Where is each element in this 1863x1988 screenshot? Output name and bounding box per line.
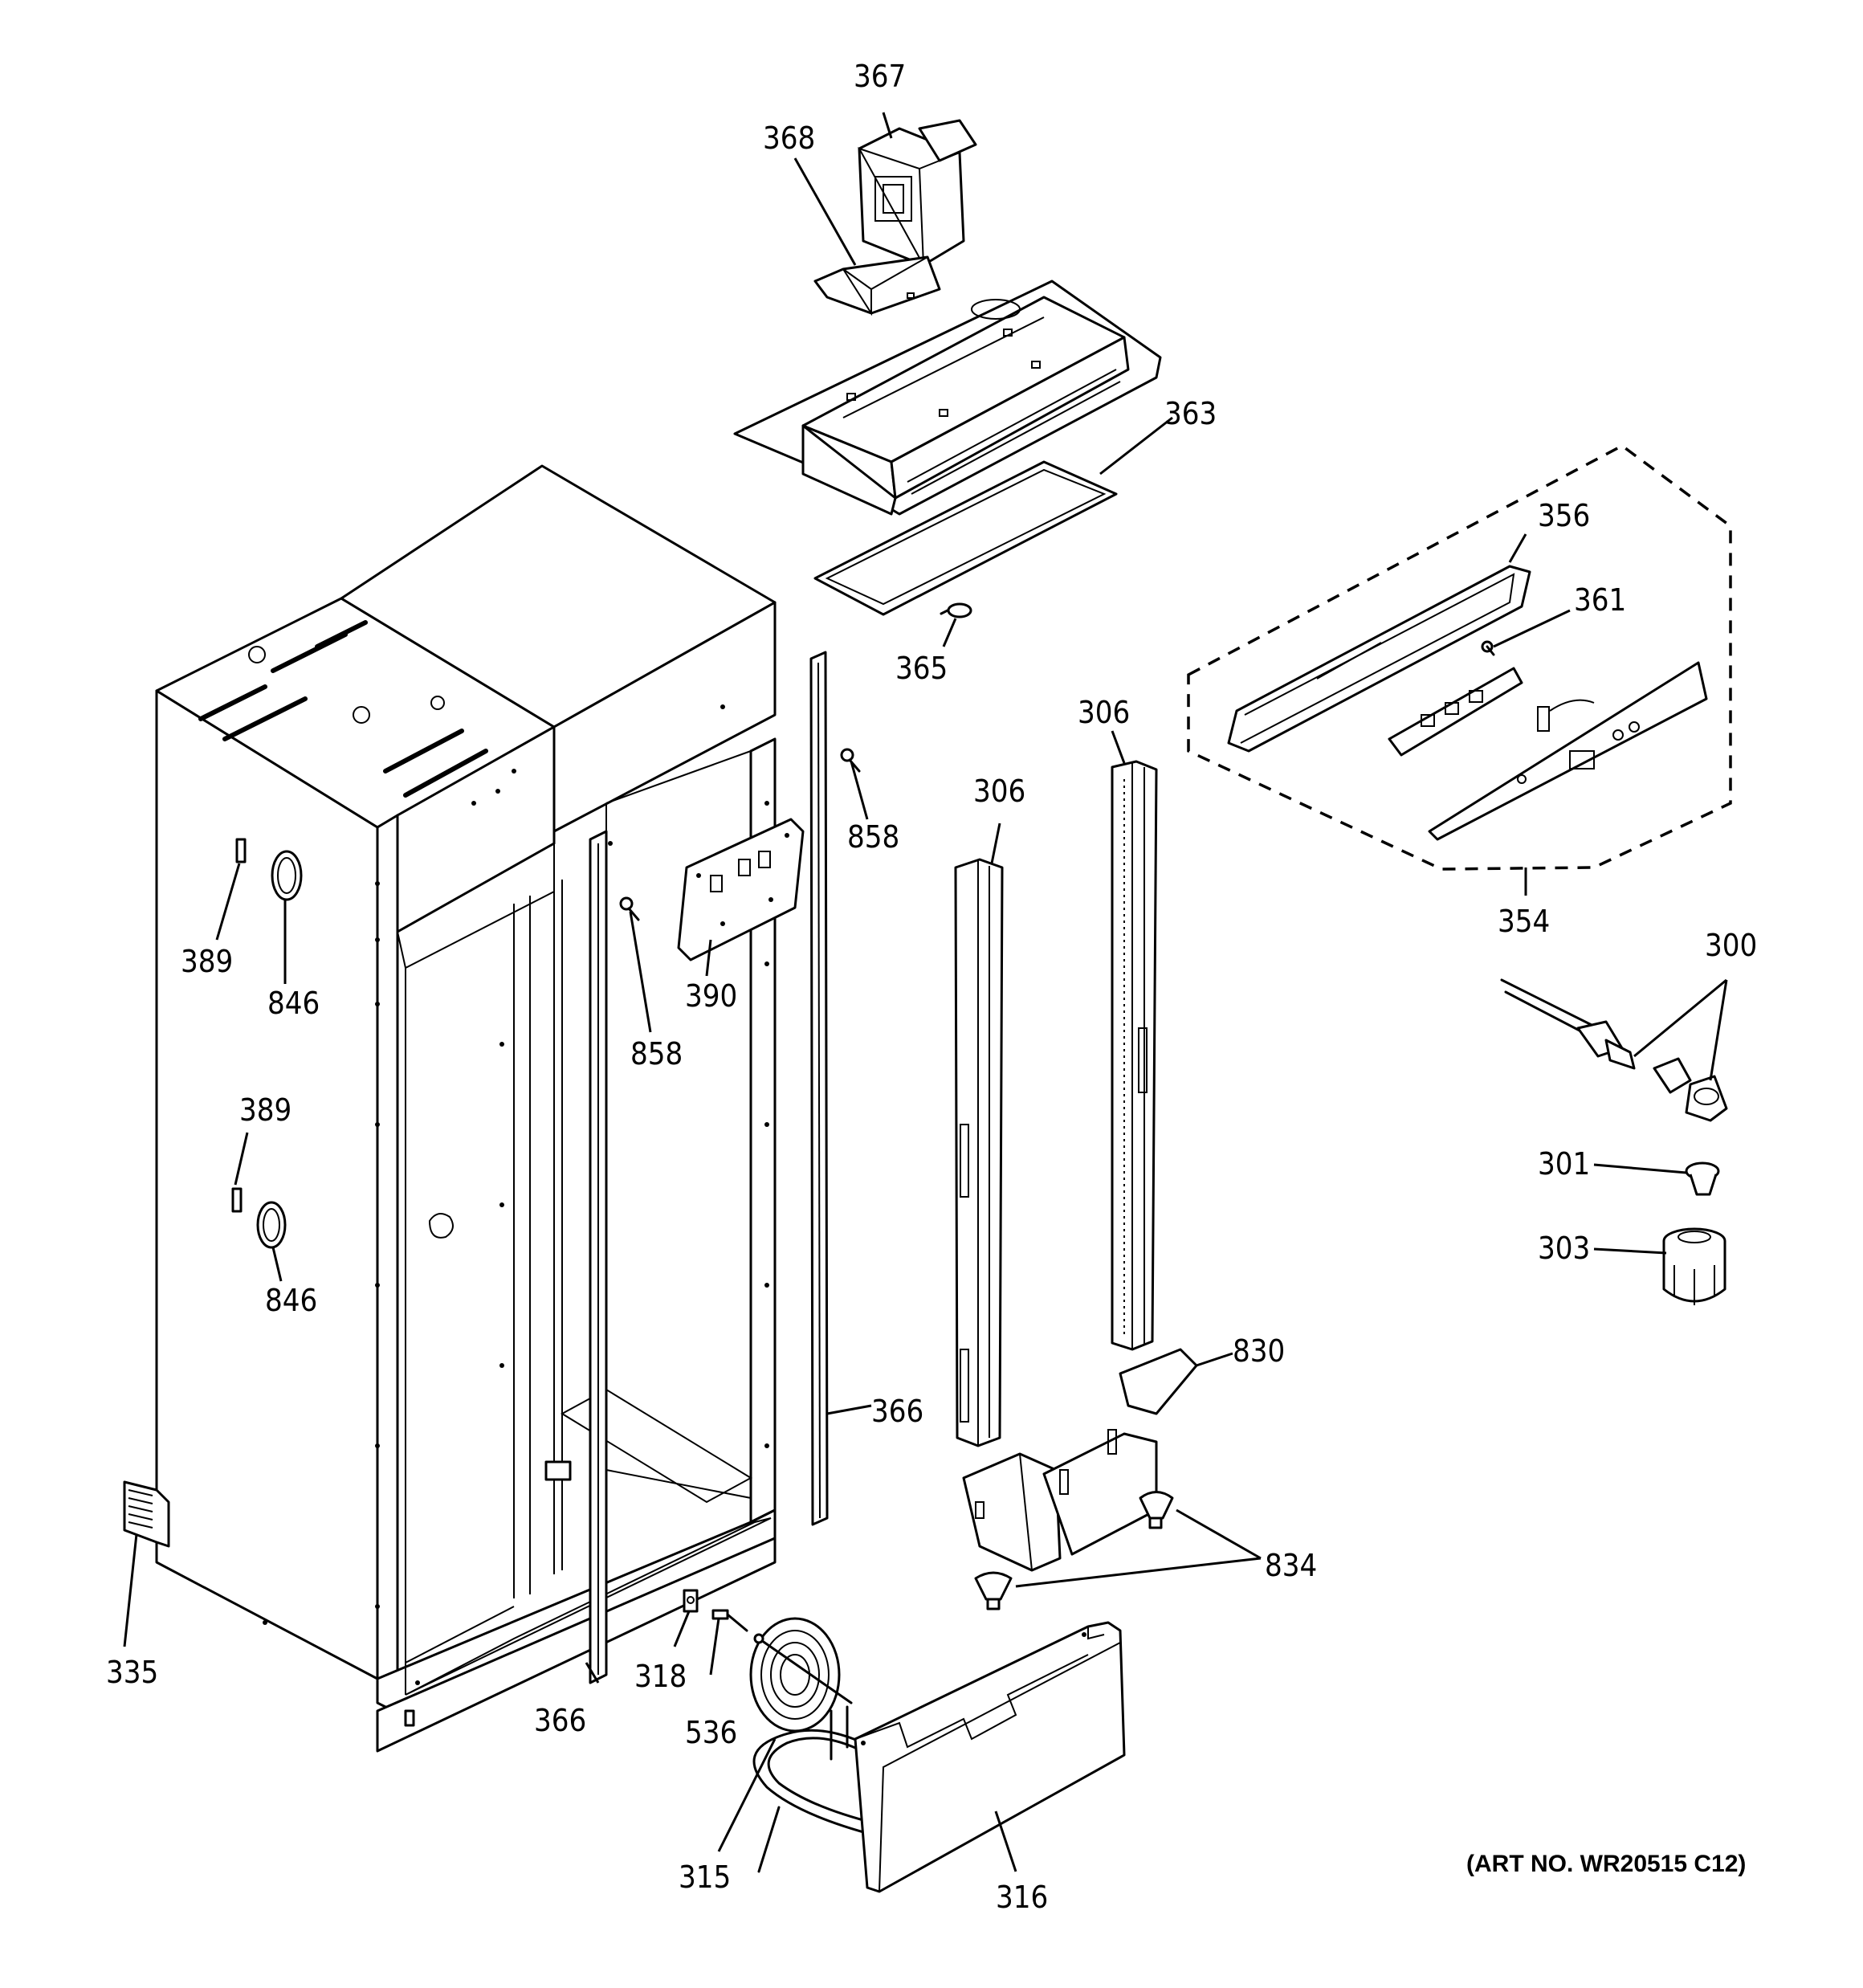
strip-366-front	[589, 830, 608, 1684]
label-367: 367	[854, 59, 906, 94]
bracket-368	[813, 255, 941, 316]
strip-366-right	[809, 651, 829, 1526]
label-306-right: 306	[1078, 695, 1130, 730]
housing-367	[857, 119, 977, 267]
art-number: (ART NO. WR20515 C12)	[1466, 1851, 1746, 1877]
plug-389-lower	[231, 1187, 243, 1213]
label-368: 368	[763, 120, 815, 156]
label-858-upper: 858	[847, 819, 899, 855]
label-390: 390	[685, 978, 737, 1014]
label-318: 318	[634, 1659, 687, 1694]
label-301: 301	[1538, 1146, 1590, 1182]
grommet-846-lower	[256, 1201, 287, 1249]
label-354: 354	[1498, 904, 1550, 939]
label-365: 365	[895, 651, 948, 686]
screw-536	[711, 1609, 748, 1632]
condenser-fan-315	[749, 1617, 853, 1761]
label-536: 536	[685, 1715, 737, 1750]
label-846-upper: 846	[267, 986, 320, 1021]
screw-858-upper	[840, 748, 861, 773]
channel-306-left	[954, 858, 1004, 1447]
label-306-left: 306	[973, 774, 1025, 809]
clip-318	[683, 1589, 699, 1613]
leader-lines	[123, 112, 1728, 1872]
label-361: 361	[1574, 582, 1626, 618]
label-830: 830	[1233, 1333, 1285, 1369]
label-335: 335	[106, 1655, 158, 1690]
plug-389-upper	[235, 838, 247, 863]
bracket-830	[962, 1348, 1198, 1572]
label-316: 316	[996, 1880, 1048, 1915]
label-389-lower: 389	[239, 1092, 291, 1128]
drain-tube	[752, 1729, 893, 1873]
grille-335	[123, 1480, 170, 1548]
panel-316	[854, 1621, 1126, 1893]
label-303: 303	[1538, 1231, 1590, 1266]
label-366-right: 366	[871, 1394, 923, 1429]
evaporator-cover	[733, 280, 1162, 516]
control-assembly-354	[1187, 443, 1732, 871]
cap-301	[1685, 1161, 1720, 1196]
label-389-upper: 389	[181, 944, 233, 979]
label-363: 363	[1164, 396, 1217, 431]
label-846-lower: 846	[265, 1283, 317, 1318]
foot-834-right	[1139, 1491, 1174, 1529]
channel-306-right	[1111, 760, 1158, 1351]
label-356: 356	[1538, 498, 1590, 533]
label-858-lower: 858	[630, 1036, 683, 1072]
gasket-363	[813, 460, 1118, 616]
sensor-300	[1500, 978, 1728, 1122]
label-834: 834	[1265, 1548, 1317, 1583]
screw-858-lower	[619, 896, 640, 921]
cabinet-case	[155, 464, 777, 1753]
label-300: 300	[1705, 928, 1757, 963]
filter-303	[1662, 1227, 1726, 1305]
clip-365	[940, 602, 972, 618]
grommet-846-upper	[271, 850, 303, 901]
foot-834-left	[974, 1571, 1013, 1610]
bracket-plate-390	[677, 818, 805, 961]
label-366-front: 366	[534, 1703, 586, 1738]
label-315: 315	[679, 1859, 731, 1895]
part-labels: 367 368 363 365 356 361 354 300 301 303 …	[106, 59, 1757, 1915]
